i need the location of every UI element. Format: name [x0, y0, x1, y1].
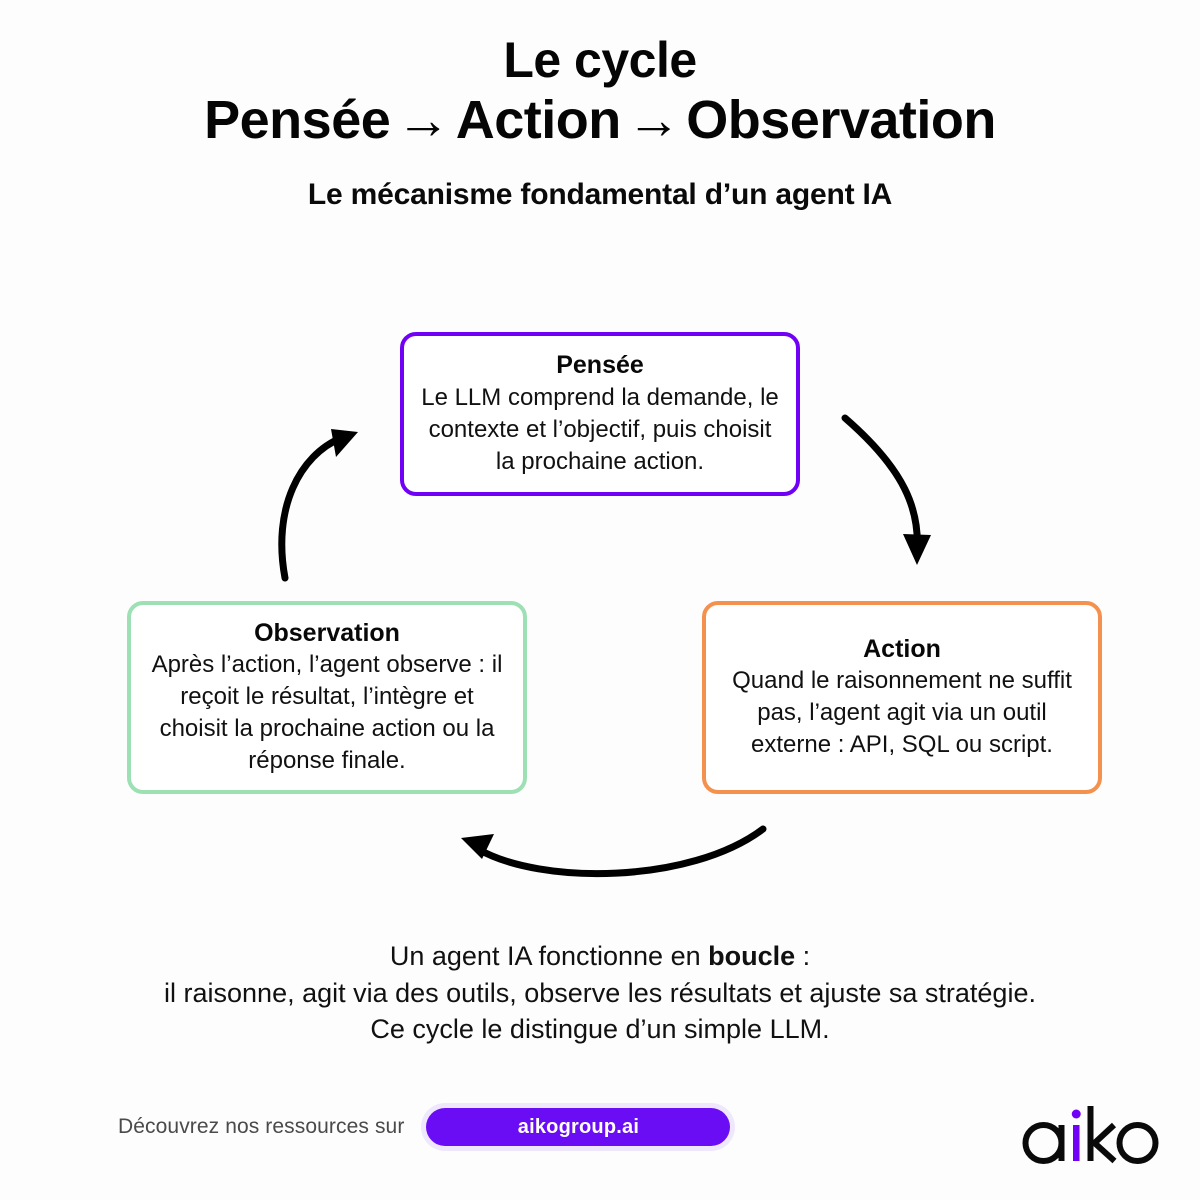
title-term-action: Action — [455, 89, 622, 150]
node-observation-body: Après l’action, l’agent observe : il reç… — [151, 651, 503, 775]
summary-line-3: Ce cycle le distingue d’un simple LLM. — [370, 1014, 830, 1045]
node-observation[interactable]: Observation Après l’action, l’agent obse… — [127, 601, 527, 794]
title-term-pensee: Pensée — [204, 89, 391, 150]
node-action[interactable]: Action Quand le raisonnement ne suffit p… — [702, 601, 1102, 794]
summary-line-1: Un agent IA fonctionne en boucle : — [60, 938, 1140, 975]
node-pensee-body: Le LLM comprend la demande, le contexte … — [421, 383, 779, 475]
node-action-title: Action — [863, 634, 941, 663]
arrow-observation-to-pensee-icon — [278, 429, 358, 582]
node-pensee-title: Pensée — [556, 351, 644, 380]
summary-line-2: il raisonne, agit via des outils, observ… — [164, 977, 1036, 1008]
footer-cta-group: Découvrez nos ressources sur aikogroup.a… — [118, 1108, 731, 1146]
summary-line1-before: Un agent IA fonctionne en — [389, 941, 709, 971]
footer-cta-label: Découvrez nos ressources sur — [118, 1115, 405, 1138]
aiko-logo — [1022, 1106, 1159, 1164]
title-arrow-right-icon-1: → — [396, 89, 450, 150]
page-subtitle: Le mécanisme fondamental d’un agent IA — [307, 178, 893, 211]
page-title-line1: Le cycle — [503, 32, 697, 88]
summary-line1-bold: boucle — [708, 941, 796, 971]
footer: Découvrez nos ressources sur aikogroup.a… — [0, 1080, 1200, 1200]
node-observation-title: Observation — [254, 618, 400, 647]
summary-paragraph: Un agent IA fonctionne en boucle : il ra… — [60, 938, 1140, 1048]
summary-line1-after: : — [795, 941, 811, 971]
node-action-body: Quand le raisonnement ne suffit pas, l’a… — [732, 667, 1072, 759]
title-term-observation: Observation — [686, 89, 996, 150]
arrow-pensee-to-action-icon — [841, 414, 931, 565]
page-title-line2: Pensée→Action→Observation — [0, 87, 1200, 155]
arrow-action-to-observation-icon — [461, 825, 767, 878]
title-arrow-right-icon-2: → — [626, 89, 681, 150]
header: Le cycle Pensée→Action→Observation Le mé… — [0, 34, 1200, 212]
aikogroup-link-pill[interactable]: aikogroup.ai — [426, 1108, 731, 1146]
node-pensee[interactable]: Pensée Le LLM comprend la demande, le co… — [400, 332, 800, 496]
